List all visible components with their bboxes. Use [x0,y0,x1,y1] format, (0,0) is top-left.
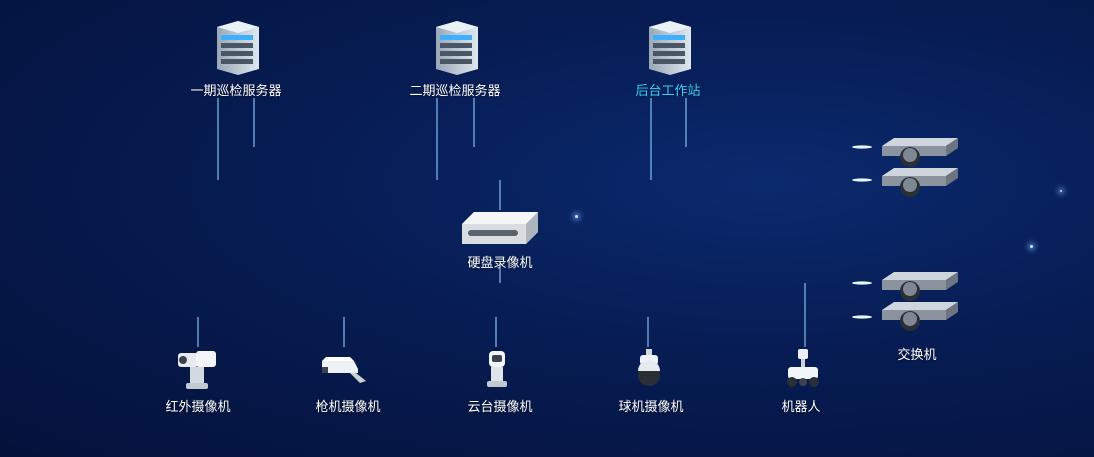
glow-star [1030,245,1033,248]
server-icon [217,21,259,75]
device-label: 枪机摄像机 [315,400,381,415]
nvr-label: 硬盘录像机 [467,256,533,271]
server-icon [649,21,691,75]
server-label: 二期巡检服务器 [409,84,501,99]
robot-icon [787,349,819,387]
server-icon [436,21,478,75]
glow-star [575,215,578,218]
device-label: 云台摄像机 [467,400,533,415]
infrared-camera-icon [178,351,216,389]
switch-label: 交换机 [897,348,937,363]
dome-camera-icon [638,349,660,386]
workstation-label: 后台工作站 [635,84,701,99]
device-label: 球机摄像机 [618,400,684,415]
device-label: 机器人 [781,400,821,415]
device-label: 红外摄像机 [165,400,231,415]
glow-star [1060,190,1062,192]
ptz-camera-icon [487,351,507,387]
bullet-camera-icon [322,357,366,383]
switch-icon [882,138,958,197]
switch-icon [882,272,958,331]
nvr-icon [462,212,538,244]
server-label: 一期巡检服务器 [190,84,282,99]
